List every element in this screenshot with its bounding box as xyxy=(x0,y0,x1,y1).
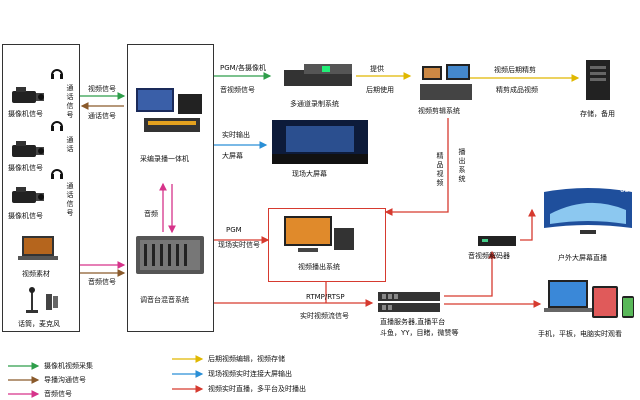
provide-label: 提供 xyxy=(370,65,384,73)
microphone-icon xyxy=(20,286,60,316)
playout-highlight-box xyxy=(268,208,386,282)
legend-text-screen: 现场视频实时连接大屏输出 xyxy=(208,370,292,378)
laptop-icon xyxy=(16,234,60,264)
mic-label: 话筒，麦克风 xyxy=(18,320,60,328)
headset-icon xyxy=(50,118,64,132)
decoder-device-icon xyxy=(476,234,518,248)
control-panel xyxy=(127,44,214,332)
post-use-label: 后期使用 xyxy=(366,86,394,94)
storage-server-icon xyxy=(584,58,612,102)
legend-text-camera: 摄像机视频采集 xyxy=(44,362,93,370)
playout-vertical-label: 播出系统 xyxy=(458,148,466,183)
stream-signal-label: 实时视频流信号 xyxy=(300,312,349,320)
stream-server-icon xyxy=(376,290,442,314)
intercom-signal-label: 通话信号 xyxy=(88,112,116,120)
pgm-cams-label: PGM/各摄像机 xyxy=(220,64,267,72)
legend-text-director: 导播沟通信号 xyxy=(44,376,86,384)
audio-label: 音频 xyxy=(144,210,158,218)
stream-decoder-line xyxy=(444,250,496,297)
sources-panel xyxy=(2,44,80,332)
intercom-label-3: 通话信号 xyxy=(66,182,74,217)
playout-label: 视频播出系统 xyxy=(298,263,340,271)
live-screen-image xyxy=(272,120,368,164)
headset-icon xyxy=(50,66,64,80)
intercom-label-1: 通话信号 xyxy=(66,84,74,119)
devices-label: 手机，平板，电脑实时观看 xyxy=(538,330,622,338)
video-material-label: 视频素材 xyxy=(22,270,50,278)
live-signal-label: 现场实时信号 xyxy=(218,241,260,249)
post-edit-label: 视频后期精剪 xyxy=(494,66,536,74)
recorder-label: 采编录播一体机 xyxy=(140,155,189,163)
headset-icon xyxy=(50,166,64,180)
camera-label-1: 摄像机信号 xyxy=(8,110,43,118)
mixer-label: 调音台混音系统 xyxy=(140,296,189,304)
camera-label-2: 摄像机信号 xyxy=(8,164,43,172)
legend-text-post: 后期视频编辑，视频存储 xyxy=(208,355,285,363)
rtmp-label: RTMP/RTSP xyxy=(306,293,345,301)
camera-label-3: 摄像机信号 xyxy=(8,212,43,220)
multi-record-device-icon xyxy=(282,62,354,90)
audio-signal-label: 音频信号 xyxy=(88,278,116,286)
multi-record-label: 多通道录制系统 xyxy=(290,100,339,108)
camera-icon xyxy=(10,186,46,206)
video-signal-label: 视频信号 xyxy=(88,85,116,93)
legend-text-live: 视频实时直播，多平台及时播出 xyxy=(208,385,306,393)
outdoor-tv-image xyxy=(540,184,636,238)
intercom-label-2: 通话 xyxy=(66,136,74,153)
camera-icon xyxy=(10,140,46,160)
edit-system-icon xyxy=(418,60,474,104)
pgm-label: PGM xyxy=(226,226,242,234)
outdoor-label: 户外大屏幕直播 xyxy=(558,254,607,262)
big-screen-label: 大屏幕 xyxy=(222,152,243,160)
camera-icon xyxy=(10,86,46,106)
recorder-device-icon xyxy=(134,84,208,140)
legend-text-audio: 音频信号 xyxy=(44,390,72,398)
stream-server-label: 直播服务器,直播平台 xyxy=(380,318,446,326)
devices-image xyxy=(544,276,636,324)
platforms-label: 斗鱼，YY，目睹，微赞等 xyxy=(380,329,459,337)
decoder-label: 音视频解码器 xyxy=(468,252,510,260)
storage-label: 存储，备用 xyxy=(580,110,615,118)
fine-video-label: 精剪成品视频 xyxy=(496,86,538,94)
fine-video-vertical-label: 精品视频 xyxy=(436,152,444,187)
av-signal-label: 音视频信号 xyxy=(220,86,255,94)
edit-system-label: 视频剪辑系统 xyxy=(418,107,460,115)
tv-size-label: 65" xyxy=(620,186,633,194)
decoder-outdoor-line xyxy=(520,208,536,241)
realtime-out-label: 实时输出 xyxy=(222,131,250,139)
mixer-device-icon xyxy=(134,232,206,278)
playout-device-icon xyxy=(282,214,356,258)
fine-video-line xyxy=(384,118,449,216)
live-screen-label: 现场大屏幕 xyxy=(292,170,327,178)
